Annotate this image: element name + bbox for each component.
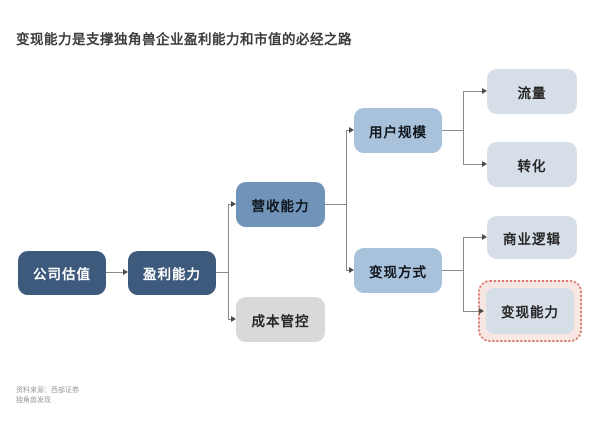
- connector-to-business-logic: [463, 237, 482, 238]
- source-line2: 独角兽发现: [16, 397, 51, 404]
- node-company-valuation: 公司估值: [18, 251, 106, 295]
- source-line1: 资料来源：西部证券: [16, 387, 79, 394]
- connector-to-user-scale: [346, 130, 349, 131]
- connector-to-traffic: [463, 91, 482, 92]
- node-traffic: 流量: [487, 69, 577, 114]
- arrowhead-icon: [349, 127, 354, 133]
- node-user-scale: 用户规模: [354, 108, 442, 153]
- arrowhead-icon: [482, 234, 487, 240]
- connector-monetization-vertical: [463, 237, 464, 312]
- arrowhead-icon: [231, 201, 236, 207]
- node-cost-control: 成本管控: [236, 297, 325, 342]
- connector-user-scale-vertical: [463, 91, 464, 165]
- connector-to-conversion: [463, 164, 482, 165]
- node-monetization-ability: 变现能力: [486, 288, 574, 334]
- connector-revenue-branch: [325, 204, 346, 205]
- connector-to-revenue: [228, 204, 231, 205]
- arrowhead-icon: [482, 88, 487, 94]
- node-monetization-method: 变现方式: [354, 248, 442, 293]
- connector-valuation-profitability: [106, 272, 123, 273]
- connector-to-monetization-ability: [463, 311, 479, 312]
- page-title: 变现能力是支撑独角兽企业盈利能力和市值的必经之路: [16, 32, 352, 47]
- connector-revenue-vertical: [346, 130, 347, 271]
- connector-monetization-branch: [442, 270, 463, 271]
- connector-to-cost-control: [228, 319, 231, 320]
- connector-to-monetization-method: [346, 270, 349, 271]
- arrowhead-icon: [349, 267, 354, 273]
- arrowhead-icon: [231, 316, 236, 322]
- connector-profitability-branch: [216, 272, 228, 273]
- arrowhead-icon: [123, 269, 128, 275]
- node-profitability: 盈利能力: [128, 251, 216, 295]
- arrowhead-icon: [479, 308, 484, 314]
- node-revenue-capability: 营收能力: [236, 182, 325, 227]
- node-conversion: 转化: [487, 142, 577, 187]
- connector-profitability-vertical: [228, 204, 229, 320]
- arrowhead-icon: [482, 161, 487, 167]
- highlight-frame: 变现能力: [478, 280, 582, 342]
- node-business-logic: 商业逻辑: [487, 216, 577, 259]
- source-note: 资料来源：西部证券 独角兽发现: [16, 386, 79, 406]
- connector-user-scale-branch: [442, 130, 463, 131]
